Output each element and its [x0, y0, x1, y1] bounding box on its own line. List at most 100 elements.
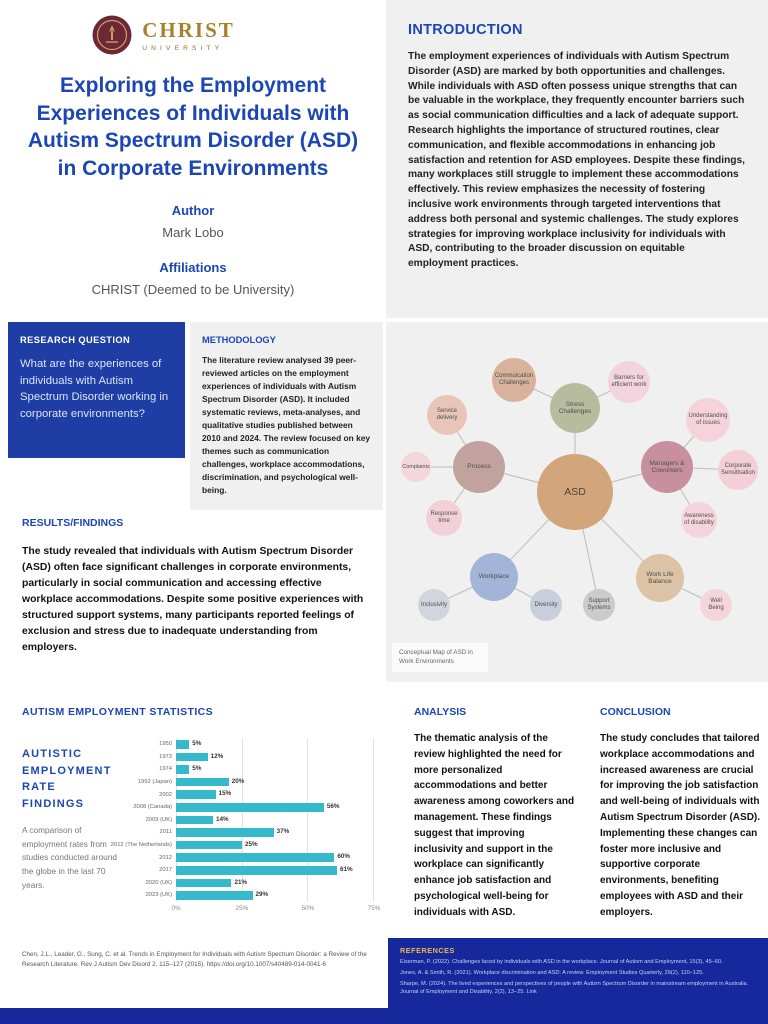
map-node-wellbeing: Well Being — [700, 589, 732, 621]
chart-category-label: 2023 (UK) — [145, 892, 172, 899]
chart-category-label: 2017 — [159, 867, 172, 874]
map-node-managers: Managers & Coworkers — [641, 441, 693, 493]
employment-chart-block: AUTISTIC EMPLOYMENT RATE FINDINGS A comp… — [8, 734, 384, 914]
map-node-label: Service delivery — [436, 408, 458, 421]
chart-row: 2002 15% — [122, 788, 374, 801]
chart-bar — [176, 891, 253, 900]
conclusion-heading: CONCLUSION — [600, 706, 671, 718]
references-section: REFERENCES Eiserman, P. (2022). Challeng… — [388, 938, 768, 1008]
research-question-heading: RESEARCH QUESTION — [20, 335, 131, 345]
map-node-label: Stress Challenges — [558, 400, 592, 415]
footer-strip — [0, 1008, 768, 1024]
reference-item: Eiserman, P. (2022). Challenges faced by… — [400, 959, 723, 965]
map-node-label: Barriers for efficient work — [611, 375, 647, 388]
chart-bar-track: 12% — [176, 750, 374, 764]
map-node-process: Process — [453, 441, 505, 493]
methodology-section: METHODOLOGY The literature review analys… — [190, 322, 383, 510]
methodology-body: The literature review analysed 39 peer-r… — [202, 355, 371, 495]
introduction-heading: INTRODUCTION — [408, 22, 523, 38]
chart-citation: Chen, J.L., Leader, G., Sung, C. et al. … — [22, 951, 367, 968]
chart-category-label: 1973 — [159, 753, 172, 760]
research-question-section: RESEARCH QUESTION What are the experienc… — [8, 322, 185, 458]
chart-category-label: 1974 — [159, 766, 172, 773]
map-node-complaints: Complaints — [401, 452, 431, 482]
concept-map: ASD Stress Challenges Commuication Challen… — [386, 322, 768, 682]
poster-header: CHRIST UNIVERSITY Exploring the Employme… — [0, 0, 386, 318]
chart-bar — [176, 802, 324, 812]
university-logo: CHRIST UNIVERSITY — [0, 14, 386, 56]
chart-row: 2012 (The Netherlands)25% — [111, 838, 374, 852]
chart-bar-track: 15% — [176, 788, 374, 801]
chart-bar-track: 37% — [176, 826, 374, 839]
chart-axis-tick: 0% — [171, 904, 181, 912]
chart-bar-track: 61% — [176, 863, 374, 877]
university-emblem-icon — [91, 14, 133, 56]
chart-category-label: 2002 — [159, 791, 172, 798]
affiliations-label: Affiliations — [159, 259, 227, 275]
chart-category-label: 1950 — [159, 741, 172, 748]
map-node-label: ASD — [564, 485, 586, 498]
chart-value-label: 25% — [244, 840, 258, 848]
map-node-label: Support Systems — [587, 598, 611, 611]
poster-title: Exploring the Employment Experiences of … — [27, 74, 359, 181]
chart-value-label: 20% — [231, 777, 245, 785]
map-node-label: Well Being — [708, 598, 724, 611]
chart-bar-track: 5% — [176, 738, 374, 751]
chart-value-label: 12% — [210, 752, 224, 760]
map-node-workplace: Workplace — [470, 553, 518, 601]
chart-row: 2012 60% — [122, 851, 374, 864]
map-node-label: Workplace — [478, 573, 510, 581]
map-node-label: Work Life Balance — [646, 570, 674, 585]
map-node-inclusivity: Inclusivity — [418, 589, 450, 621]
map-node-wlb: Work Life Balance — [636, 554, 684, 602]
chart-bar — [176, 815, 213, 825]
map-node-response: Response time — [426, 500, 462, 536]
chart-bar — [176, 740, 190, 749]
map-node-label: Diversity — [534, 601, 558, 608]
chart-bar — [176, 765, 190, 774]
statistics-heading: AUTISM EMPLOYMENT STATISTICS — [22, 706, 214, 718]
map-node-stress: Stress Challenges — [550, 383, 600, 433]
chart-value-label: 21% — [234, 878, 248, 886]
chart-value-label: 56% — [326, 802, 340, 810]
map-node-understanding: Understanding of issues — [686, 398, 730, 442]
logo-brand-text: CHRIST — [142, 18, 235, 42]
chart-category-label: 2012 — [159, 854, 172, 861]
chart-bar-track: 25% — [176, 838, 374, 852]
chart-value-label: 15% — [218, 790, 232, 798]
chart-bar — [176, 865, 338, 875]
chart-axis-tick: 50% — [301, 904, 315, 912]
references-heading: REFERENCES — [400, 946, 455, 955]
map-node-corporate: Corporate Sensitisation — [718, 450, 758, 490]
chart-intro: AUTISTIC EMPLOYMENT RATE FINDINGS A comp… — [8, 734, 118, 914]
chart-bar-track: 14% — [176, 813, 374, 827]
methodology-heading: METHODOLOGY — [202, 335, 276, 345]
chart-bar-track: 60% — [176, 851, 374, 864]
reference-item: Jones, A. & Smith, R. (2021). Workplace … — [400, 970, 704, 977]
introduction-body: The employment experiences of individual… — [408, 51, 746, 270]
introduction-section: INTRODUCTION The employment experiences … — [386, 0, 768, 318]
chart-row: 1973 12% — [122, 750, 374, 764]
results-body: The study revealed that individuals with… — [22, 546, 364, 653]
affiliation-name: CHRIST (Deemed to be University) — [91, 281, 295, 297]
chart-axis-spacer — [122, 902, 176, 914]
chart-title: AUTISTIC EMPLOYMENT RATE FINDINGS — [22, 748, 112, 810]
chart-bar — [176, 752, 208, 762]
author-name: Mark Lobo — [162, 224, 224, 240]
chart-value-label: 60% — [337, 853, 350, 861]
chart-bar — [176, 777, 229, 787]
map-node-comm: Commuication Challenges — [492, 358, 536, 402]
chart-value-label: 29% — [255, 891, 269, 899]
analysis-heading: ANALYSIS — [414, 706, 467, 718]
map-node-support: Support Systems — [583, 589, 615, 621]
results-heading: RESULTS/FINDINGS — [22, 517, 124, 529]
chart-bar — [176, 878, 232, 888]
chart-bar-track: 21% — [176, 876, 374, 890]
chart-bar — [176, 853, 335, 862]
chart-row: 2008 (Canada)56% — [122, 800, 374, 814]
chart-value-label: 14% — [215, 815, 229, 823]
map-node-service: Service delivery — [427, 395, 467, 435]
chart-category-label: 1992 (Japan) — [137, 779, 172, 786]
chart-axis-track: 0%25%50%75% — [171, 902, 380, 914]
